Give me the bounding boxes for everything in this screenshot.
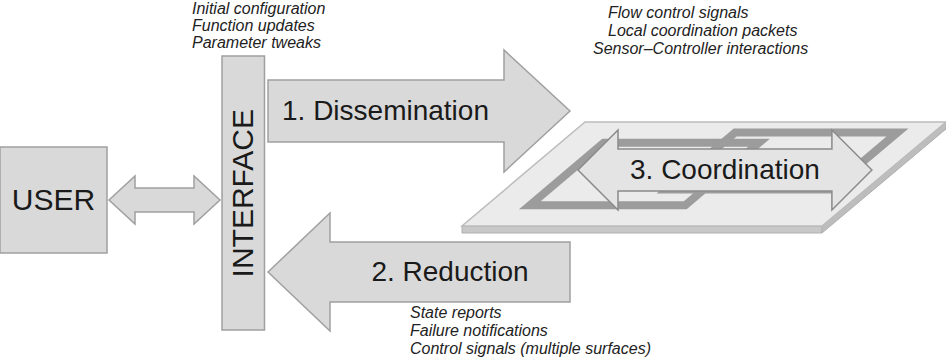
node-label: 1. Dissemination (282, 95, 489, 127)
node-label: USER (12, 183, 95, 218)
annotation-text: Local coordination packets (608, 22, 797, 39)
double-arrow-connector (109, 176, 220, 224)
annotation-text: Function updates (192, 17, 315, 34)
annotation-text: Initial configuration (192, 0, 325, 17)
node-label: INTERFACE (226, 109, 261, 277)
annotation-text: Parameter tweaks (192, 34, 321, 51)
annotation-text: Control signals (multiple surfaces) (410, 340, 651, 357)
platform-front-face (462, 226, 822, 233)
annotation-text: Flow control signals (608, 4, 749, 21)
shape-outline (268, 50, 570, 172)
dissemination-arrow: 1. Dissemination (268, 50, 570, 172)
coordination-arrow: 3. Coordination (578, 130, 872, 210)
annotation-text: Failure notifications (410, 322, 548, 339)
node-label: 3. Coordination (630, 154, 820, 186)
shape-outline (0, 147, 107, 253)
shape-outline (578, 130, 872, 210)
interface-box: INTERFACE (222, 56, 265, 330)
shape-outline (222, 56, 265, 330)
annotation-text: Sensor–Controller interactions (593, 40, 808, 57)
annotation-text: State reports (410, 304, 502, 321)
node-label: 2. Reduction (371, 256, 528, 288)
user-box: USER (0, 147, 107, 253)
shape-outline (268, 213, 570, 331)
